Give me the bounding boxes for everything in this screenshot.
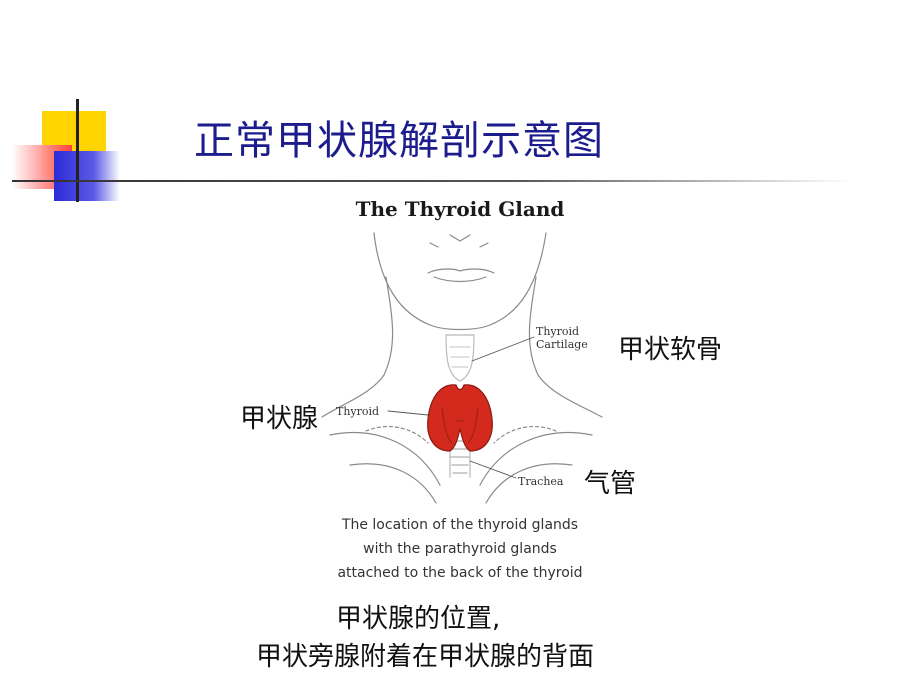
face-outline — [373, 232, 547, 331]
larynx — [445, 334, 475, 382]
figure-caption: The location of the thyroid glands with … — [310, 513, 610, 585]
label-trachea: Trachea — [518, 475, 564, 488]
caption-line-1: 甲状腺的位置, — [336, 604, 501, 634]
pointer-trachea — [469, 460, 517, 479]
label-thyroid-cartilage: Thyroid Cartilage — [536, 325, 588, 351]
thyroid-illustration: The Thyroid Gland — [310, 185, 610, 585]
annotation-trachea: 气管 — [584, 469, 637, 499]
slide-title: 正常甲状腺解剖示意图 — [194, 118, 604, 164]
neck-right — [528, 276, 603, 418]
annotation-thyroid-cartilage: 甲状软骨 — [618, 335, 723, 365]
label-thyroid: Thyroid — [336, 405, 380, 418]
figure-caption-line: with the parathyroid glands — [363, 541, 557, 557]
annotation-thyroid: 甲状腺 — [240, 404, 319, 434]
decor-blue-square — [54, 151, 120, 201]
figure-caption-line: attached to the back of the thyroid — [337, 565, 583, 581]
thyroid-lobes — [427, 384, 493, 452]
title-underline — [12, 180, 852, 182]
pointer-cartilage — [471, 336, 535, 362]
figure-caption-line: The location of the thyroid glands — [341, 517, 579, 533]
pointer-thyroid — [387, 410, 429, 416]
trachea-rings — [449, 440, 471, 474]
neck-left — [321, 276, 394, 418]
neck-drawing — [321, 232, 603, 504]
caption-line-2: 甲状旁腺附着在甲状腺的背面 — [256, 642, 595, 672]
figure-heading: The Thyroid Gland — [355, 197, 565, 221]
decor-vertical-line — [76, 99, 79, 202]
mouth — [427, 268, 495, 274]
thyroid-gland — [427, 384, 493, 452]
